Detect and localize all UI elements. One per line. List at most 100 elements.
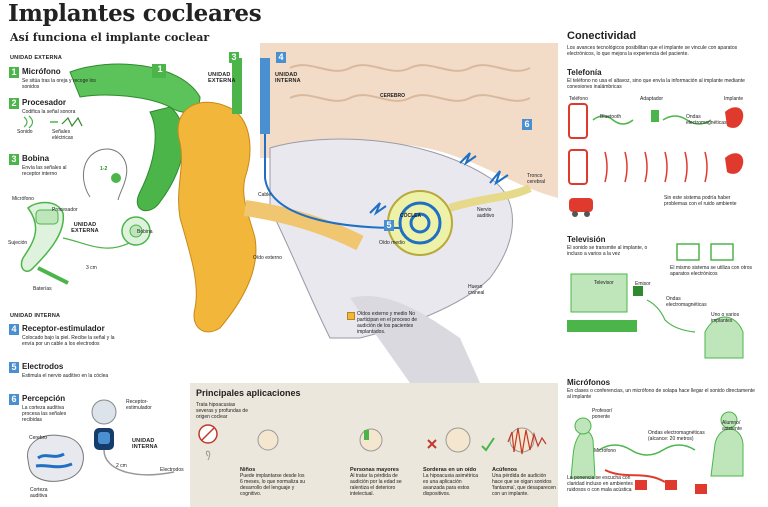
telefonia-title: Telefonía [567,68,602,77]
brain-icon [27,434,84,482]
implant-internal-unit-label: UNIDAD INTERNA [132,438,158,450]
anatomy-outer-ear-label: Oído externo [253,255,282,261]
step-3-desc: Envía las señales al receptor interno [22,165,67,177]
connectivity-title: Conectividad [567,30,637,42]
student-label: Alumno/ asistente [722,420,743,432]
tv-waves-label: Ondas electromagnéticas [666,296,707,308]
telefonia-desc: El teléfono no usa el altavoz, sino que … [567,78,745,90]
anatomy-skull-label: Hueso craneal [468,284,485,296]
applications-icons [198,424,547,461]
step-6-number: 6 [9,394,19,405]
device-processor-label: Procesador [52,207,78,213]
anatomy-nerve-label: Nervio auditivo [477,207,495,219]
app-elderly-title: Personas mayores [350,467,399,473]
head-sketch [82,148,128,201]
anatomy-internal-unit-label: UNIDAD INTERNA [275,72,301,84]
tv-label: Televisor [594,280,614,286]
applications-title: Principales aplicaciones [196,388,301,398]
anatomy-middle-ear-label: Oído medio [379,240,405,246]
app-children: Niños Puede implantarse desde los 6 mese… [240,467,306,497]
anatomy-external-unit-label: UNIDAD EXTERNA [208,72,236,84]
note-swatch [347,312,355,320]
bluetooth-label: Bluetooth [600,114,622,120]
anatomy-cable-label: Cable [258,192,272,198]
cortex-label: Corteza auditiva [30,487,48,499]
tv-implants-label: Uno o varios implantes [711,312,740,324]
step-2-title: Procesador [22,98,67,107]
step-1-title: Micrófono [22,67,61,76]
implant-label: Implante [724,96,744,102]
implant-size-label: 2 cm [116,463,127,469]
app-elderly-desc: Al tratar la pérdida de audición por la … [350,473,402,497]
device-fastening-label: Sujeción [8,240,28,246]
mic-note: La ponencia se escucha con claridad incl… [567,475,633,493]
app-children-title: Niños [240,467,256,473]
external-unit-heading: UNIDAD EXTERNA [10,55,62,61]
step-6-title: Percepción [22,394,66,403]
connectivity-intro: Los avances tecnológicos posibilitan que… [567,45,738,57]
step-2-number: 2 [9,98,19,109]
sound-label: Sonido [17,129,33,135]
step-5-title: Electrodos [22,362,64,371]
step-5-desc: Estimula el nervio auditivo en la cóclea [22,373,109,379]
ear-anatomy-illustration [177,43,558,383]
applications-intro: Trata hipoacusias severas y profundas de… [196,402,248,420]
internal-unit-heading: UNIDAD INTERNA [10,313,61,319]
subtitle: Así funciona el implante coclear [10,31,210,44]
anatomy-trunk-label: Tronco cerebral [527,173,546,185]
mic-desc: En clases o conferencias, un micrófono d… [567,388,755,400]
telephony-illustration [568,103,744,217]
device-size-label: 3 cm [86,265,97,271]
app-tinnitus: Acúfenos Una pérdida de audición hace qu… [492,467,556,497]
app-tinnitus-desc: Una pérdida de audición hace que se oiga… [492,473,556,497]
implant-illustration [91,399,175,476]
app-single-ear-title: Sorderas en un oído [423,467,477,473]
microphone-illustration [570,411,744,494]
step-3-number: 3 [9,154,19,165]
implant-electrodes-label: Electrodos [160,467,184,473]
badge-6: 6 [522,119,532,130]
app-tinnitus-title: Acúfenos [492,467,518,473]
badge-5: 5 [384,220,394,231]
app-children-desc: Puede implantarse desde los 6 meses, lo … [240,473,306,497]
app-single-ear: Sorderas en un oído La hipoacusia asimét… [423,467,483,497]
page-title: Implantes cocleares [8,0,262,27]
waves-label: Ondas electromagnéticas [686,114,727,126]
device-coil-label: Bobina [137,229,153,235]
anatomy-cochlea-label: CÓCLEA [400,213,422,219]
tv-title: Televisión [567,235,606,244]
implant-receiver-label: Receptor-estimulador [126,399,152,411]
step-4-number: 4 [9,324,19,335]
distance-label: 1-2 [100,166,108,172]
adapter-label: Adaptador [640,96,664,102]
device-batteries-label: Baterías [33,286,52,292]
step-3-title: Bobina [22,154,50,163]
app-single-ear-desc: La hipoacusia asimétrica es una aplicaci… [423,473,479,497]
mic-waves-label: Ondas electromagnéticas (alcance: 20 met… [648,430,705,442]
phone-label: Teléfono [569,96,588,102]
brain-label: Cerebro [29,435,48,441]
anatomy-brain-label: CEREBRO [380,93,406,99]
sound-to-signal-icon [23,115,83,129]
badge-4: 4 [276,52,286,63]
step-4-title: Receptor-estimulador [22,324,105,333]
step-1-desc: Se sitúa tras la oreja y recoge los soni… [22,78,96,90]
badge-1-device: 1 [155,64,165,75]
badge-3: 3 [229,52,239,63]
car-note: Sin este sistema podría haber problemas … [664,195,737,207]
tv-same-note: El mismo sistema se utiliza con otros ap… [670,265,752,277]
app-elderly: Personas mayores Al tratar la pérdida de… [350,467,416,497]
step-6-desc: La corteza auditiva procesa las señales … [22,405,67,423]
tv-illustration [567,243,744,359]
step-2-desc: Codifica la señal sonora [22,109,76,115]
tv-desc: El sonido se transmite al implante, o in… [567,245,648,257]
signals-label: Señales eléctricas [52,129,74,141]
anatomy-note: Oídos externo y medio No participan en e… [357,311,418,335]
step-4-desc: Colocado bajo la piel. Recibe la señal y… [22,335,115,347]
step-1-number: 1 [9,67,19,78]
emitter-label: Emisor [635,281,651,287]
device-external-unit-label: UNIDAD EXTERNA [71,222,99,234]
teacher-label: Profesor/ ponente [592,408,613,420]
step-5-number: 5 [9,362,19,373]
microphone-label: Micrófono [594,448,616,454]
